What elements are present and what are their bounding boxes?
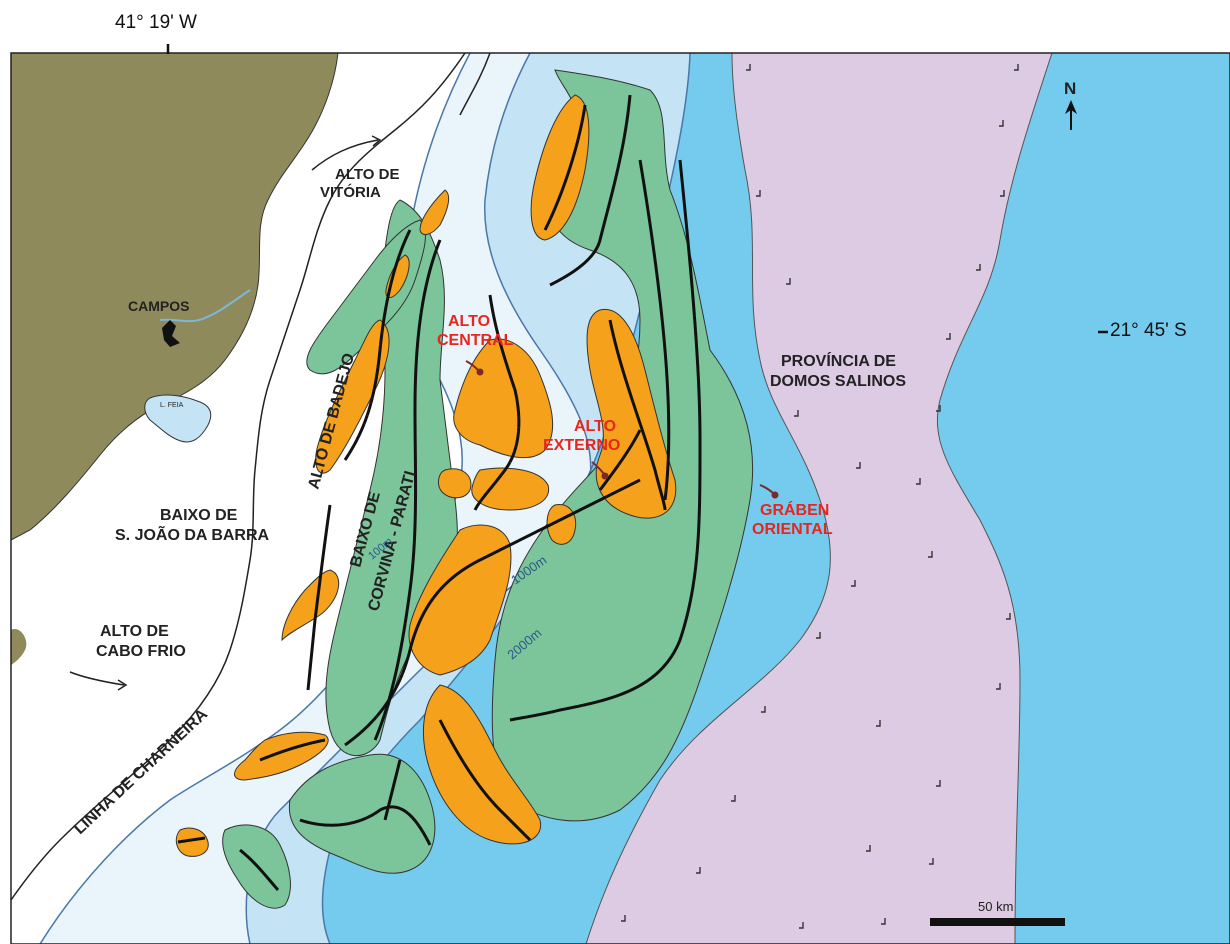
north-arrow-label: N (1064, 79, 1077, 98)
axis-line (638, 159, 671, 501)
latitude-label: 21° 45' S (1110, 320, 1187, 341)
label-l-feia: L. FEIA (160, 402, 184, 409)
high-polygon (306, 219, 426, 375)
longitude-label: 41° 19' W (115, 12, 197, 33)
label-graben-line1: GRÁBEN (760, 502, 830, 519)
axis-line (259, 738, 326, 762)
axis-line (509, 159, 702, 722)
hinge-line (11, 53, 466, 901)
movement-arrows (69, 135, 382, 691)
low-polygon (422, 684, 542, 845)
label-alto-externo-line1: ALTO (574, 418, 617, 435)
lagoon-feia (144, 394, 212, 443)
low-polygon (315, 319, 390, 474)
axis-lines (177, 94, 702, 891)
axis-line (343, 229, 412, 461)
low-polygon (530, 94, 590, 241)
low-polygon (175, 827, 209, 857)
axis-line (608, 319, 667, 511)
axis-line (373, 239, 442, 741)
label-alto-cabo-frio-line2: CABO FRIO (96, 643, 186, 660)
salt-markers (621, 64, 1019, 929)
fault-lines (11, 53, 491, 901)
scale-bar-label: 50 km (978, 899, 1014, 914)
label-pointers (465, 360, 779, 499)
map-frame (10, 52, 1230, 944)
structural-lows (175, 94, 677, 857)
axis-line (383, 759, 402, 821)
axis-line (306, 504, 332, 691)
label-alto-cabo-frio-line1: ALTO DE (100, 623, 169, 640)
axis-line (438, 719, 532, 842)
label-provincia-line2: DOMOS SALINOS (770, 373, 907, 390)
axis-line (344, 478, 641, 747)
low-polygon (471, 467, 550, 511)
label-alto-externo-line2: EXTERNO (543, 437, 621, 454)
label-campos: CAMPOS (128, 298, 190, 314)
salt-province (585, 53, 1053, 944)
north-arrow-icon (1065, 100, 1077, 130)
label-alto-vitoria-line2: VITÓRIA (320, 184, 381, 201)
low-polygon (281, 569, 340, 642)
land-mass (11, 53, 339, 541)
arrow-icon (117, 679, 128, 691)
river (159, 289, 251, 323)
label-baixo-sjb-line1: BAIXO DE (160, 507, 238, 524)
axis-line (239, 848, 280, 891)
label-alto-central-line1: ALTO (448, 313, 491, 330)
axis-line (177, 836, 206, 844)
label-baixo-sjb-line2: S. JOÃO DA BARRA (115, 527, 270, 544)
arrow-icon (371, 135, 382, 147)
label-provincia-line1: PROVÍNCIA DE (781, 353, 896, 370)
axis-line (598, 429, 642, 491)
scale-bar (930, 918, 1065, 926)
low-polygon (385, 254, 410, 298)
land-southwest (11, 629, 27, 665)
arrow-icon (311, 139, 379, 171)
axis-line (473, 294, 521, 511)
arrow-icon (69, 671, 125, 686)
hinge-line (459, 53, 491, 116)
high-polygon (288, 753, 436, 874)
axis-line (543, 104, 587, 231)
city-marker (162, 320, 180, 347)
low-polygon (453, 338, 554, 459)
label-alto-central-line2: CENTRAL (437, 332, 514, 349)
label-graben-line2: ORIENTAL (752, 521, 833, 538)
axis-line (299, 805, 432, 846)
label-alto-vitoria-line1: ALTO DE (335, 166, 400, 183)
axis-line (549, 94, 632, 287)
low-polygon (437, 468, 472, 499)
low-polygon (419, 189, 450, 236)
